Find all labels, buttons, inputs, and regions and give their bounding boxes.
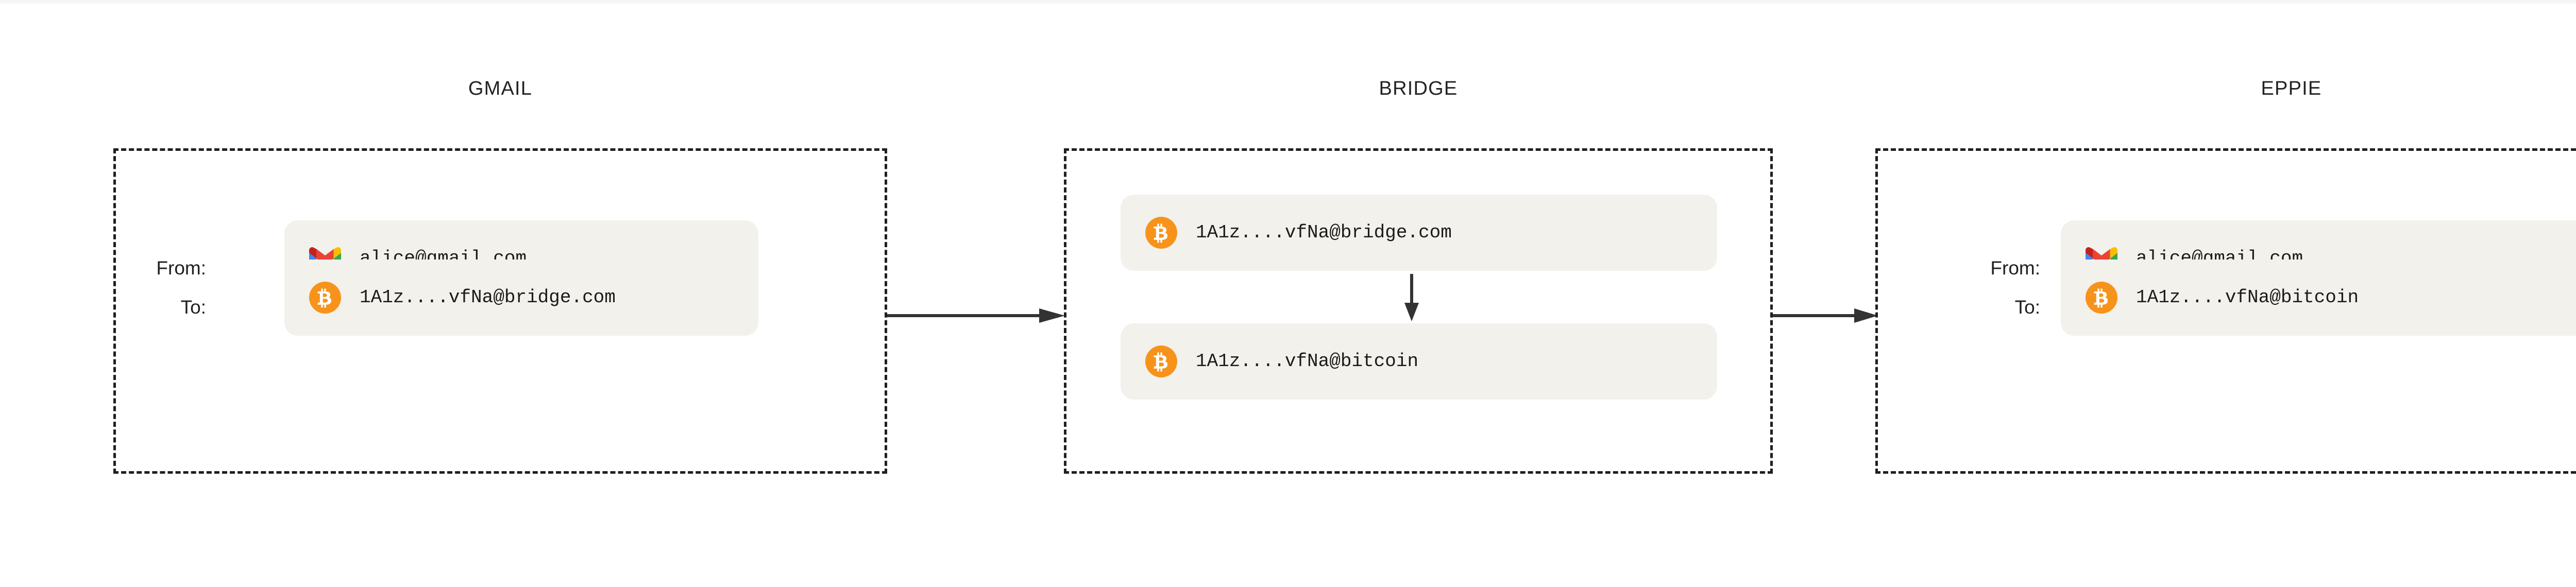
bitcoin-icon <box>1145 217 1177 249</box>
gmail-to-bridge-arrow <box>887 308 1065 323</box>
bitcoin-icon <box>309 282 341 314</box>
top-edge-strip <box>0 0 2576 4</box>
chip-to-gmail[interactable]: 1A1z....vfNa@bridge.com <box>284 260 758 336</box>
bitcoin-icon <box>2086 282 2117 314</box>
panel-gmail: GMAIL From: alice@gmail.com To: <box>113 77 887 474</box>
bridge-to-eppie-arrow <box>1773 308 1878 323</box>
panel-eppie: EPPIE From: alice@gmail.com To: <box>1875 77 2576 474</box>
row-label-to-eppie: To: <box>2014 297 2040 318</box>
chip-bridge-inbound[interactable]: 1A1z....vfNa@bridge.com <box>1121 195 1717 271</box>
chip-bridge-outbound[interactable]: 1A1z....vfNa@bitcoin <box>1121 323 1717 400</box>
row-label-from-eppie: From: <box>1990 257 2040 279</box>
bridge-internal-arrow <box>1404 274 1419 321</box>
panel-title-gmail: GMAIL <box>468 78 533 99</box>
panel-title-eppie: EPPIE <box>2261 78 2322 99</box>
panel-border-eppie <box>1875 148 2576 474</box>
panel-border-gmail <box>113 148 887 474</box>
bitcoin-icon <box>1145 346 1177 377</box>
panel-bridge: BRIDGE 1A1z....vfNa@bridge.com <box>1064 77 1773 474</box>
chip-value-bridge-inbound: 1A1z....vfNa@bridge.com <box>1196 222 1452 243</box>
chip-value-bridge-outbound: 1A1z....vfNa@bitcoin <box>1196 351 1419 372</box>
panel-title-bridge: BRIDGE <box>1379 78 1458 99</box>
panel-border-bridge <box>1064 148 1773 474</box>
row-label-from-gmail: From: <box>156 257 206 279</box>
chip-to-eppie[interactable]: 1A1z....vfNa@bitcoin <box>2061 260 2576 336</box>
chip-value-to-gmail: 1A1z....vfNa@bridge.com <box>360 287 616 308</box>
chip-value-to-eppie: 1A1z....vfNa@bitcoin <box>2136 287 2359 308</box>
row-label-to-gmail: To: <box>180 297 206 318</box>
